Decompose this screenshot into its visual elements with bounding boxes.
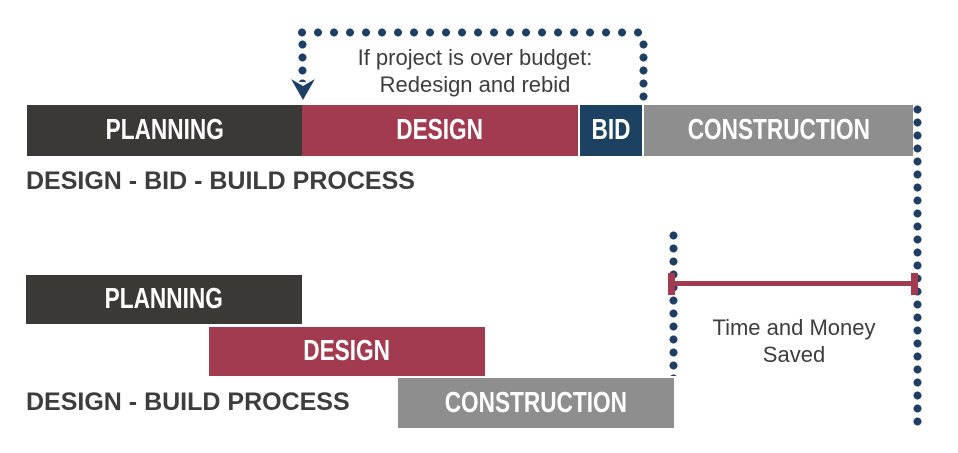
dbb-planning-bar: PLANNING — [27, 105, 302, 156]
over-budget-note-line2: Redesign and rebid — [379, 72, 571, 97]
savings-measure-bracket — [668, 273, 918, 295]
end-reference-dotted-line — [911, 103, 924, 426]
db-construction-label: CONSTRUCTION — [444, 386, 628, 419]
dbb-construction-label: CONSTRUCTION — [687, 114, 870, 146]
dbb-construction-bar: CONSTRUCTION — [644, 105, 913, 156]
callout-dotted-line-horizontal — [294, 26, 646, 39]
arrow-down-icon — [291, 79, 315, 100]
db-planning-label: PLANNING — [104, 283, 224, 315]
savings-start-dotted-line — [667, 229, 680, 376]
dbb-bid-bar: BID — [580, 105, 642, 156]
dbb-design-label: DESIGN — [396, 114, 484, 146]
db-process-title: DESIGN - BUILD PROCESS — [26, 388, 350, 416]
dbb-planning-label: PLANNING — [105, 114, 224, 146]
savings-note: Time and Money Saved — [670, 314, 918, 368]
db-planning-bar: PLANNING — [26, 275, 302, 324]
db-design-bar: DESIGN — [209, 327, 485, 376]
dbb-process-title: DESIGN - BID - BUILD PROCESS — [26, 167, 415, 195]
callout-dotted-arrow-stem — [296, 38, 309, 82]
bracket-right-cap — [911, 273, 918, 295]
dbb-bid-label: BID — [591, 114, 631, 146]
savings-note-line1: Time and Money — [712, 315, 876, 340]
bracket-rule — [670, 281, 916, 286]
dbb-design-bar: DESIGN — [302, 105, 578, 156]
db-construction-bar: CONSTRUCTION — [398, 378, 674, 428]
savings-note-line2: Saved — [762, 342, 826, 367]
over-budget-note-line1: If project is over budget: — [357, 45, 593, 70]
callout-dotted-line-to-bid — [637, 38, 650, 104]
db-design-label: DESIGN — [303, 335, 391, 367]
over-budget-note: If project is over budget: Redesign and … — [320, 44, 630, 98]
